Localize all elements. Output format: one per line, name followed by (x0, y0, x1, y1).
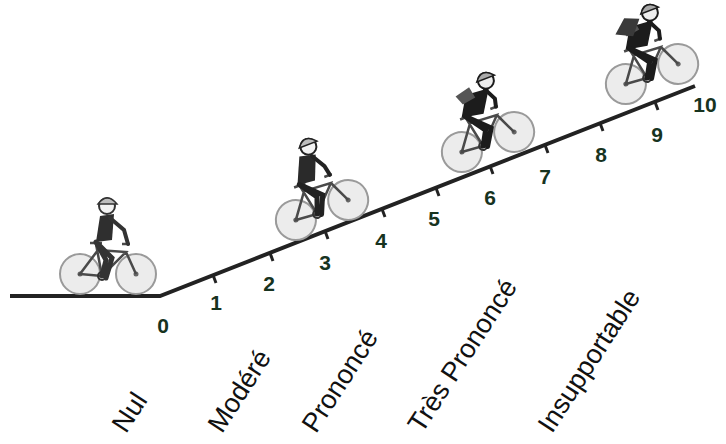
cyclist-strong (420, 63, 540, 178)
scale-number: 9 (651, 124, 663, 145)
level-label: Insupportable (532, 284, 647, 438)
scale-number: 1 (210, 292, 222, 313)
scale-number: 5 (428, 208, 440, 229)
scale-number: 6 (484, 187, 496, 208)
tick-marks (213, 102, 658, 283)
scale-number: 0 (157, 315, 169, 336)
slope-line (10, 86, 695, 296)
scale-number: 2 (263, 273, 275, 294)
scale-number: 10 (693, 94, 716, 115)
level-label: Très Prononcé (402, 273, 524, 438)
level-label: Nul (106, 387, 154, 438)
cyclist-rest (60, 198, 156, 294)
level-label: Prononcé (296, 324, 385, 438)
scale-number: 3 (319, 252, 331, 273)
scale-number: 7 (539, 166, 551, 187)
scale-number: 8 (595, 144, 607, 165)
cyclist-max (584, 0, 704, 110)
cyclist-moderate (251, 126, 374, 246)
level-label: Modéré (202, 344, 278, 438)
scale-number: 4 (375, 230, 387, 251)
